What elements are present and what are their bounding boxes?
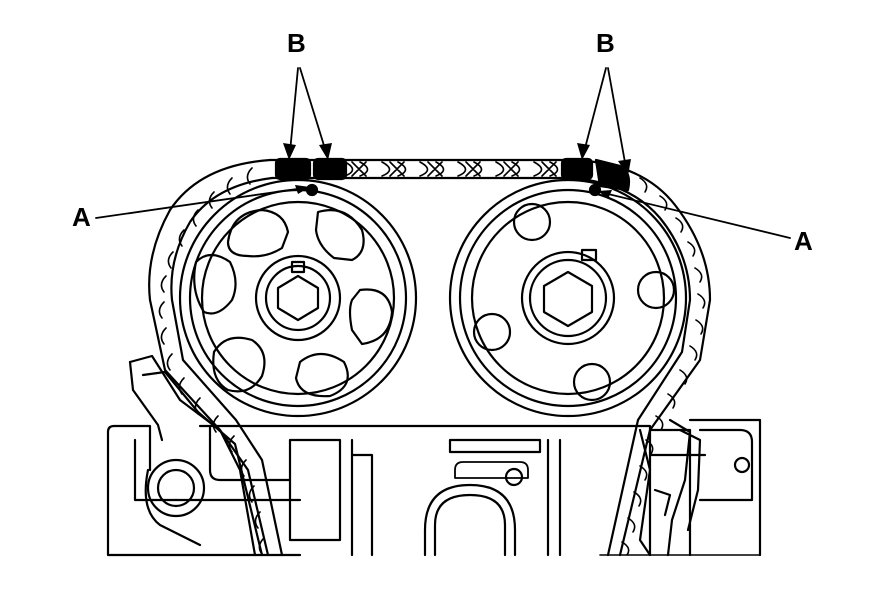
label-b-left: B — [287, 28, 306, 58]
marked-link-right-1 — [560, 157, 594, 181]
label-b-right: B — [596, 28, 615, 58]
leader-b-right — [583, 67, 627, 169]
leader-a-left — [95, 187, 305, 219]
left-chain-guide — [128, 354, 264, 557]
timing-mark-left — [305, 183, 319, 197]
label-a-right: A — [794, 226, 813, 256]
marked-link-right-2 — [594, 158, 631, 192]
leader-b-left — [289, 67, 327, 153]
callout-leaders — [95, 67, 791, 239]
marked-link-left-1 — [274, 157, 312, 181]
timing-mark-right — [588, 183, 602, 197]
marked-link-left-2 — [312, 157, 348, 181]
leader-a-right — [603, 192, 791, 239]
left-cam-sprocket — [178, 178, 418, 418]
arrowheads — [283, 143, 631, 199]
cylinder-head — [106, 418, 762, 557]
right-cam-sprocket — [448, 178, 688, 418]
label-a-left: A — [72, 202, 91, 232]
marked-links — [274, 157, 631, 192]
timing-chain — [148, 158, 712, 557]
